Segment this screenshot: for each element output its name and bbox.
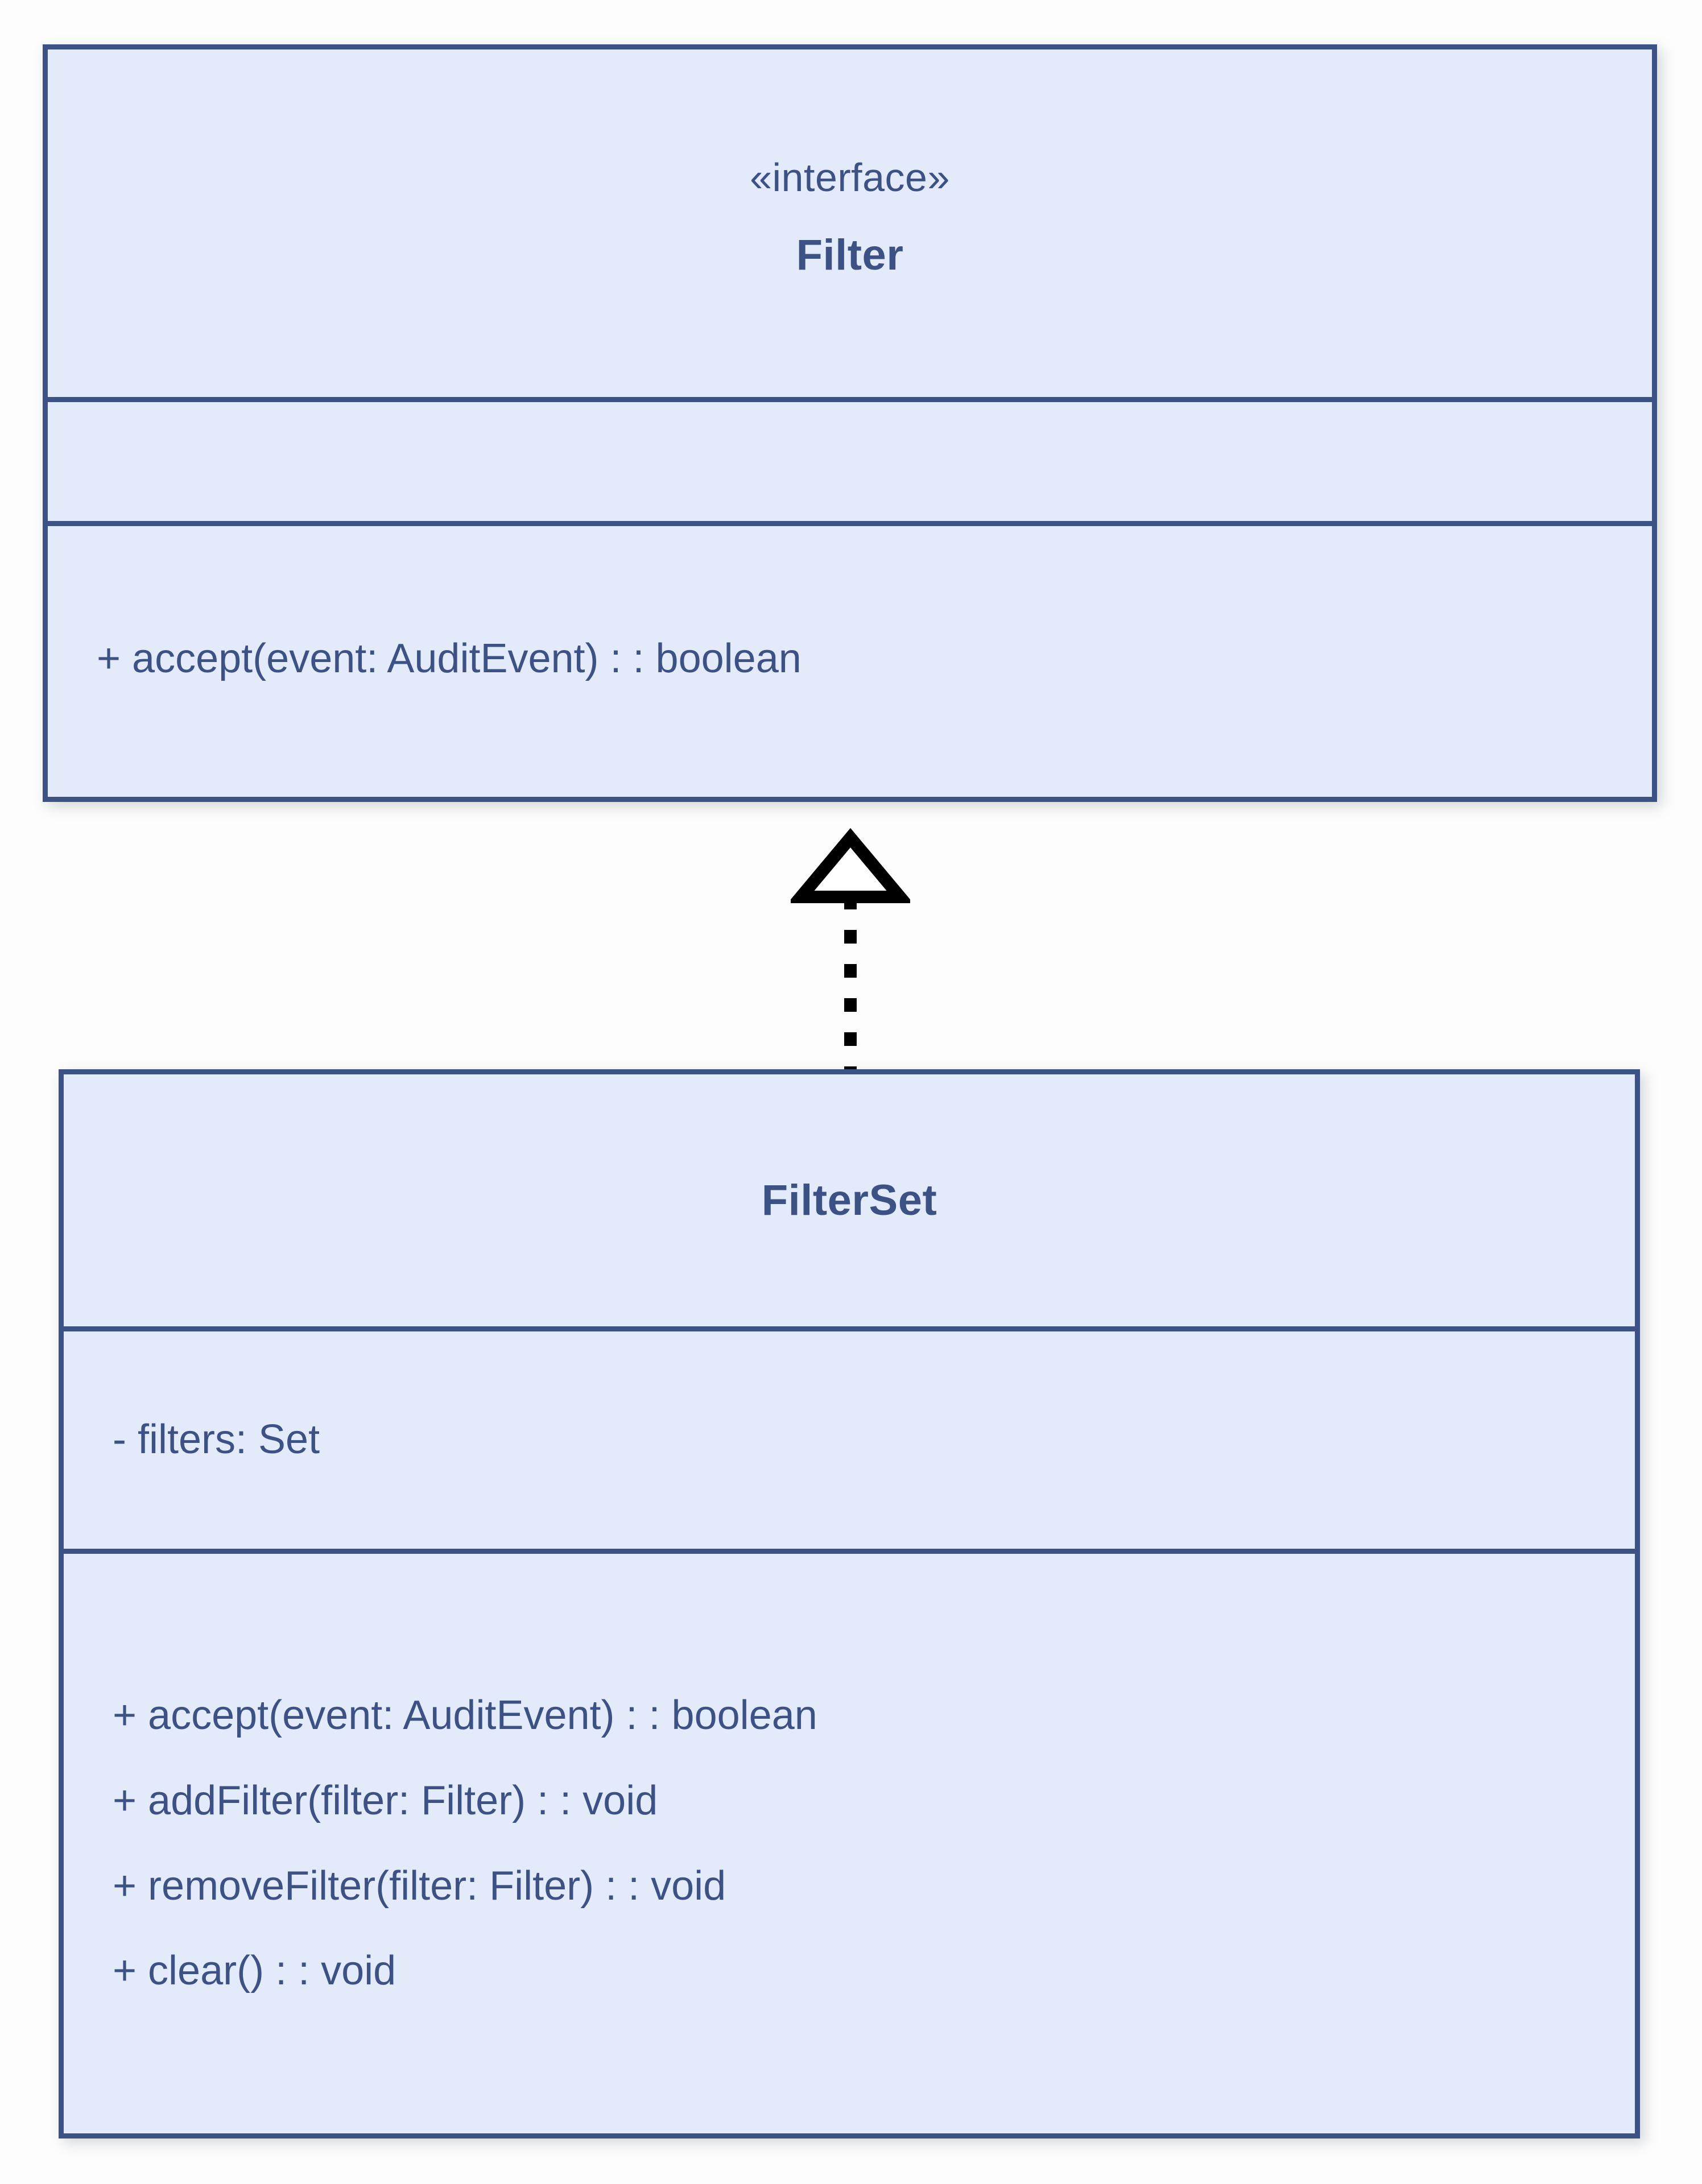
class-method: + clear() : : void (113, 1948, 396, 1994)
class-method: + accept(event: AuditEvent) : : boolean (97, 635, 802, 681)
class-methods-filter: + accept(event: AuditEvent) : : boolean (48, 521, 1652, 792)
realization-connector-filterset-to-filter (791, 828, 910, 1078)
realization-arrow-icon (791, 828, 910, 1078)
class-name-filter: Filter (796, 231, 904, 280)
class-header-filter: «interface» Filter (48, 49, 1652, 397)
uml-class-filter[interactable]: «interface» Filter + accept(event: Audit… (43, 44, 1657, 802)
class-method: + addFilter(filter: Filter) : : void (113, 1777, 658, 1823)
class-name-filterset: FilterSet (761, 1176, 937, 1225)
class-header-filterset: FilterSet (64, 1074, 1635, 1326)
class-attribute: - filters: Set (113, 1417, 320, 1463)
class-method: + removeFilter(filter: Filter) : : void (113, 1863, 726, 1909)
class-attributes-filter (48, 397, 1652, 521)
class-stereotype-filter: «interface» (750, 155, 950, 200)
class-methods-filterset: + accept(event: AuditEvent) : : boolean … (64, 1549, 1635, 2133)
class-method: + accept(event: AuditEvent) : : boolean (113, 1693, 817, 1739)
hollow-triangle-arrowhead-icon (791, 828, 910, 903)
uml-class-filterset[interactable]: FilterSet - filters: Set + accept(event:… (59, 1069, 1640, 2138)
class-attributes-filterset: - filters: Set (64, 1326, 1635, 1549)
